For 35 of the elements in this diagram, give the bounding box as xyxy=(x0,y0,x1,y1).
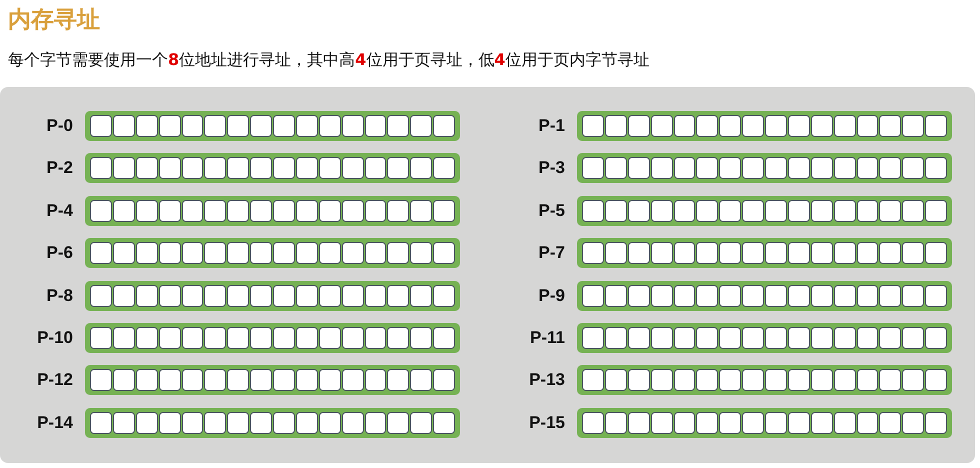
memory-page-bar xyxy=(85,365,460,396)
page-label: P-4 xyxy=(46,200,73,222)
page-label: P-13 xyxy=(528,369,565,392)
page-label: P-11 xyxy=(529,327,565,349)
page-label: P-12 xyxy=(36,369,73,392)
page-label: P-5 xyxy=(538,200,565,222)
page-label: P-10 xyxy=(36,327,73,349)
page-label: P-15 xyxy=(528,412,565,434)
memory-page-bar xyxy=(85,196,460,226)
memory-page-bar xyxy=(85,408,460,438)
page-label: P-2 xyxy=(46,157,73,180)
description-text: 每个字节需要使用一个8位地址进行寻址，其中高4位用于页寻址，低4位用于页内字节寻址 xyxy=(8,50,650,71)
page-label: P-14 xyxy=(36,412,73,434)
memory-page-bar xyxy=(85,238,460,268)
page-label: P-3 xyxy=(538,157,565,180)
memory-page-bar xyxy=(577,280,952,311)
memory-page-bar xyxy=(577,323,952,353)
memory-page-bar xyxy=(577,408,952,438)
page-label: P-0 xyxy=(46,115,73,137)
memory-panel xyxy=(0,87,975,463)
memory-page-bar xyxy=(577,238,952,268)
page-label: P-8 xyxy=(46,284,73,307)
page-label: P-7 xyxy=(538,242,565,264)
memory-page-bar xyxy=(577,365,952,396)
page-label: P-9 xyxy=(538,284,565,307)
memory-page-bar xyxy=(577,153,952,184)
memory-page-bar xyxy=(85,323,460,353)
title: 内存寻址 xyxy=(8,6,100,35)
memory-page-bar xyxy=(85,153,460,184)
memory-page-bar xyxy=(85,280,460,311)
page-label: P-1 xyxy=(538,115,565,137)
memory-page-bar xyxy=(577,196,952,226)
memory-page-bar xyxy=(85,111,460,141)
page-label: P-6 xyxy=(46,242,73,264)
memory-page-bar xyxy=(577,111,952,141)
